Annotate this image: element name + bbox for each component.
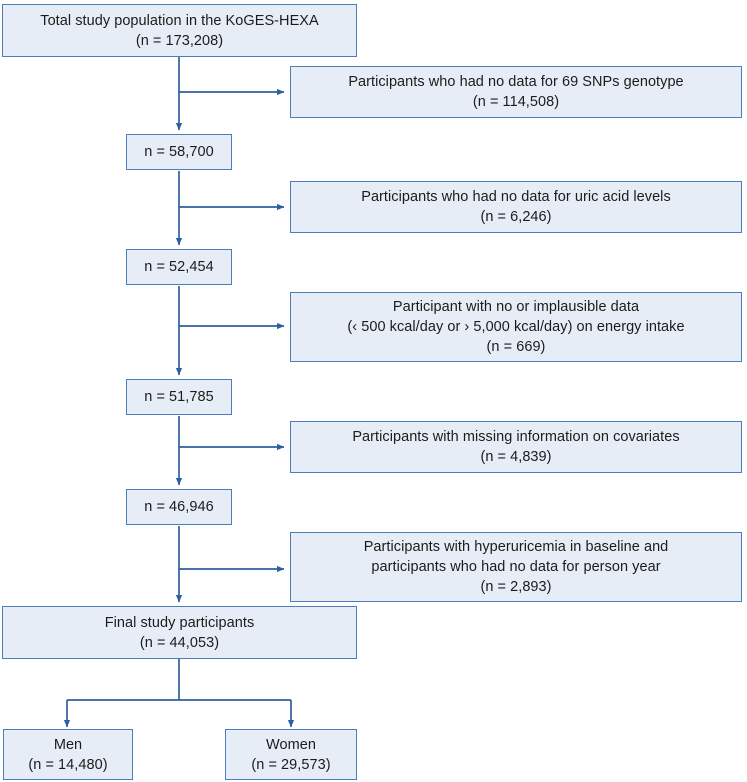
node-line: Women — [266, 736, 316, 753]
node-men[interactable]: Men (n = 14,480) — [3, 729, 133, 780]
node-remaining-4[interactable]: n = 46,946 — [126, 489, 232, 525]
node-women[interactable]: Women (n = 29,573) — [225, 729, 357, 780]
node-excluded-energy-intake[interactable]: Participant with no or implausible data … — [290, 292, 742, 362]
node-excluded-hyperuricemia[interactable]: Participants with hyperuricemia in basel… — [290, 532, 742, 602]
node-line: Final study participants — [104, 614, 255, 631]
node-line: (n = 114,508) — [472, 94, 560, 110]
node-line: (‹ 500 kcal/day or › 5,000 kcal/day) on … — [347, 319, 685, 335]
node-line: (n = 14,480) — [28, 756, 108, 773]
node-line: Participants with missing information on… — [352, 429, 680, 445]
node-line: (n = 2,893) — [480, 579, 552, 595]
node-line: (n = 44,053) — [139, 634, 220, 651]
node-line: (n = 4,839) — [480, 449, 552, 465]
node-line: Participant with no or implausible data — [392, 299, 640, 315]
node-line: (n = 6,246) — [480, 209, 552, 225]
node-line: participants who had no data for person … — [371, 559, 661, 575]
node-line: Participants who had no data for uric ac… — [361, 189, 671, 205]
node-line: Participants with hyperuricemia in basel… — [363, 539, 669, 555]
node-line: Total study population in the KoGES-HEXA — [40, 12, 319, 29]
node-line: n = 46,946 — [144, 499, 214, 515]
node-total-population[interactable]: Total study population in the KoGES-HEXA… — [2, 4, 357, 57]
node-line: Men — [53, 736, 83, 753]
node-line: Participants who had no data for 69 SNPs… — [348, 74, 684, 90]
node-remaining-1[interactable]: n = 58,700 — [126, 134, 232, 170]
node-line: (n = 669) — [486, 339, 546, 355]
node-remaining-2[interactable]: n = 52,454 — [126, 249, 232, 285]
node-excluded-uric-acid[interactable]: Participants who had no data for uric ac… — [290, 181, 742, 233]
node-final-participants[interactable]: Final study participants (n = 44,053) — [2, 606, 357, 659]
node-excluded-snps[interactable]: Participants who had no data for 69 SNPs… — [290, 66, 742, 118]
node-remaining-3[interactable]: n = 51,785 — [126, 379, 232, 415]
node-excluded-covariates[interactable]: Participants with missing information on… — [290, 421, 742, 473]
node-line: n = 51,785 — [144, 389, 214, 405]
node-line: n = 52,454 — [144, 259, 214, 275]
node-line: (n = 29,573) — [251, 756, 331, 773]
node-line: (n = 173,208) — [135, 32, 224, 49]
node-line: n = 58,700 — [144, 144, 214, 160]
